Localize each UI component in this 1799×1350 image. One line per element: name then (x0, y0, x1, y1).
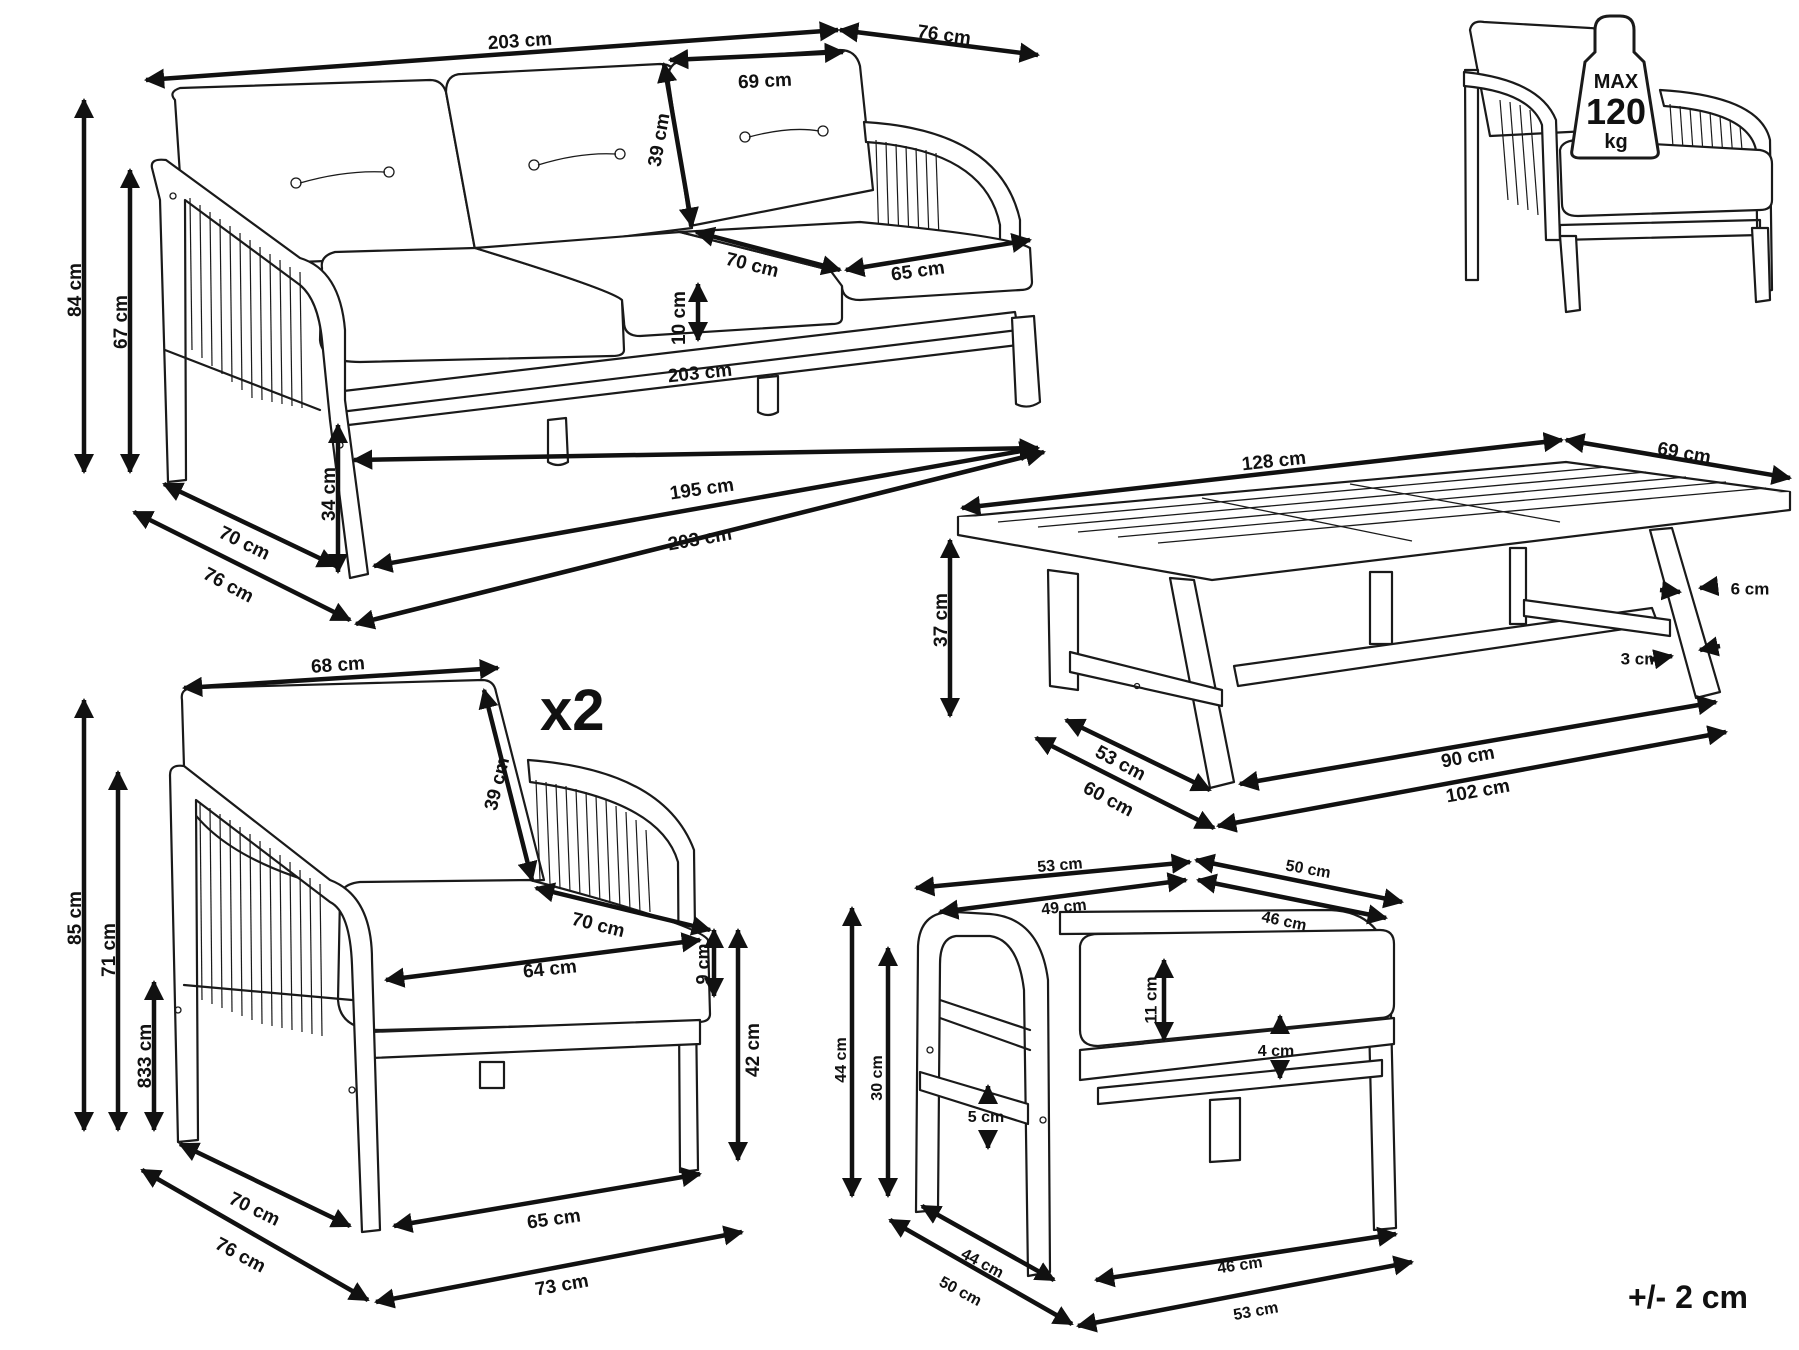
sofa-total-height-label: 84 cm (65, 263, 86, 317)
armchair-left-arm-ropes (199, 801, 323, 1037)
sofa-seat-cushion-thickness-label: 10 cm (669, 291, 690, 345)
weight-icon (1570, 14, 1660, 160)
ottoman-drawing (914, 908, 1398, 1278)
sofa-back-cushion-width-label: 69 cm (738, 70, 793, 94)
sofa-back-cushion-left (171, 78, 478, 264)
sofa-drawing (150, 48, 1042, 580)
ottoman-rail-thickness-label: 5 cm (968, 1109, 1004, 1126)
ottoman-total-height-label: 44 cm (833, 1037, 850, 1082)
ottoman-base-width-outer-label: 53 cm (1232, 1299, 1280, 1324)
ottoman-base-width-inner-label: 46 cm (1216, 1254, 1263, 1277)
armchair-base-width-outer-label: 73 cm (534, 1271, 591, 1301)
sofa-top-width-label: 203 cm (487, 29, 553, 54)
armchair-seat-cushion (336, 878, 712, 1032)
sofa-back-leg-2 (756, 374, 780, 417)
ottoman-frame-height-label: 30 cm (869, 1055, 886, 1100)
ottoman-frame-thickness-label: 4 cm (1258, 1043, 1294, 1060)
load-chair-drawing: MAX 120 kg (1462, 14, 1774, 314)
table-leg-front-b (1648, 526, 1722, 700)
sofa-top-depth-label: 76 cm (916, 21, 972, 49)
armchair-arm-height-label: 71 cm (99, 923, 120, 977)
ottoman-top-width-outer-label: 53 cm (1037, 855, 1084, 876)
sofa-inner-width-label: 195 cm (669, 475, 736, 505)
sofa-left-arm-ropes (189, 197, 303, 409)
armchair-frame-height-label: 833 cm (135, 1024, 156, 1088)
armchair-drawing: x2 (168, 678, 712, 1234)
armchair-quantity: x2 (540, 678, 605, 743)
ottoman-cushion-thickness-label: 11 cm (1141, 976, 1160, 1023)
sofa-base-width-label: 203 cm (666, 524, 733, 556)
tolerance-note: +/- 2 cm (1628, 1279, 1748, 1315)
armchair-cushion-thickness-label: 9 cm (693, 943, 713, 984)
ottoman-top-width-inner-label: 49 cm (1041, 897, 1088, 919)
table-top-width-label: 69 cm (1656, 439, 1713, 469)
ottoman-base-depth-outer-label: 50 cm (936, 1274, 984, 1310)
table-height-label: 37 cm (931, 593, 952, 647)
sofa-seat-height-label: 34 cm (319, 467, 340, 521)
armchair-total-height-label: 85 cm (65, 891, 86, 945)
sofa-front-right-leg (1010, 314, 1042, 408)
load-badge-line1: MAX (1594, 71, 1639, 93)
armchair-seat-height-label: 42 cm (743, 1023, 764, 1077)
load-badge-line3: kg (1604, 131, 1627, 153)
load-badge-line2: 120 (1586, 91, 1646, 132)
table-leg-thickness-label: 3 cm (1621, 649, 1660, 668)
armchair-back-width-label: 68 cm (310, 653, 365, 678)
table-drawing (956, 460, 1792, 790)
armchair-left-arm (168, 764, 382, 1234)
sofa-arm-height-label: 67 cm (111, 295, 132, 349)
sofa-tufting (290, 125, 829, 189)
armchair-base-width-inner-label: 65 cm (526, 1205, 582, 1233)
table-leg-width-label: 6 cm (1731, 579, 1770, 598)
dimension-lines (73, 21, 1792, 1333)
